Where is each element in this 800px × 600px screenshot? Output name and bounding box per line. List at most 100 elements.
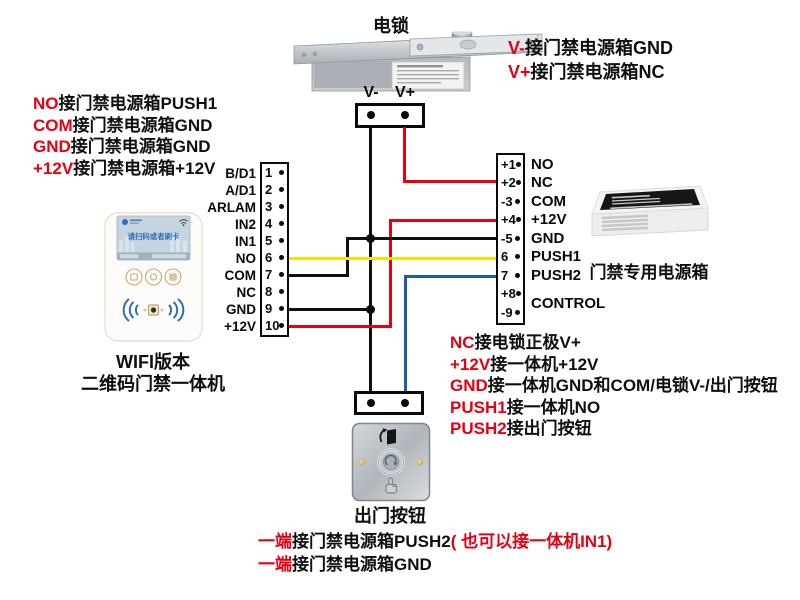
door-arrow-head bbox=[382, 428, 388, 433]
pin-number: 2 bbox=[265, 182, 273, 197]
wire-black-gnd-horizontal bbox=[288, 307, 372, 311]
screw-icon bbox=[525, 39, 533, 46]
electric-lock-image bbox=[293, 31, 543, 92]
note-segment: +12V bbox=[33, 158, 74, 178]
pin-label-IN2: IN2 bbox=[234, 216, 256, 232]
pin--3: -3 bbox=[498, 192, 523, 211]
pin-label-NO: NO bbox=[235, 250, 256, 266]
pin-label-A/D1: A/D1 bbox=[225, 182, 256, 198]
note-line: NO接门禁电源箱PUSH1 bbox=[33, 93, 217, 115]
lock-terminal-label-vminus: V- bbox=[363, 84, 379, 101]
screw-hole bbox=[301, 52, 307, 58]
pin-label-NC: NC bbox=[531, 174, 553, 191]
note-segment: V+ bbox=[508, 62, 531, 82]
terminal-dot bbox=[515, 180, 521, 186]
wire-black-com-to-gnd bbox=[346, 237, 496, 240]
note-segment: 接门禁电源箱GND bbox=[292, 555, 432, 574]
pin-number: -5 bbox=[501, 230, 513, 246]
screw-hole bbox=[312, 51, 318, 57]
pin-+8: +8 bbox=[498, 285, 523, 304]
logo-text bbox=[130, 219, 142, 222]
note-line: V-接门禁电源箱GND bbox=[508, 36, 673, 60]
note-line: COM接门禁电源箱GND bbox=[33, 115, 217, 137]
label-text-lines bbox=[397, 70, 459, 84]
pin-number: 4 bbox=[265, 216, 273, 231]
notes-exit-button-wiring: 一端接门禁电源箱PUSH2( 也可以接一体机IN1)一端接门禁电源箱GND bbox=[258, 530, 612, 576]
wire-red-12v-right bbox=[389, 219, 496, 222]
pin-label-ARLAM: ARLAM bbox=[207, 199, 256, 215]
pin-1: 1 bbox=[262, 164, 287, 181]
pin-number: +2 bbox=[501, 175, 516, 191]
junction-dot bbox=[366, 304, 375, 314]
terminal-dot bbox=[279, 323, 285, 328]
pin-+1: +1 bbox=[498, 155, 523, 174]
lock-terminal-block bbox=[355, 103, 425, 128]
pin-8: 8 bbox=[262, 283, 287, 300]
pin-7: 7 bbox=[262, 266, 287, 283]
note-segment: PUSH1 bbox=[450, 397, 507, 417]
screw-icon bbox=[416, 458, 424, 466]
note-segment: 接门禁电源箱GND bbox=[525, 38, 674, 58]
wire-red-12v-vertical bbox=[389, 219, 392, 327]
note-segment: 接一体机GND和COM/电锁V-/出门按钮 bbox=[487, 376, 778, 395]
screw-icon bbox=[416, 43, 424, 51]
wifi-dot bbox=[182, 224, 185, 227]
pin-label-GND: GND bbox=[531, 229, 565, 247]
button-arrow-head bbox=[393, 461, 398, 466]
note-line: NC接电锁正极V+ bbox=[450, 332, 778, 354]
sensor-dot bbox=[143, 308, 147, 312]
terminal-dot bbox=[279, 289, 284, 294]
pin-label-PUSH1: PUSH1 bbox=[531, 248, 582, 265]
pin-label-COM: COM bbox=[531, 192, 566, 210]
power-supply-image bbox=[591, 185, 709, 237]
vent-slots bbox=[601, 214, 649, 232]
logo-text bbox=[130, 222, 139, 224]
pin-number: 6 bbox=[501, 249, 509, 265]
pin-number: 10 bbox=[265, 318, 280, 333]
note-segment: 一端 bbox=[258, 555, 292, 574]
pin--5: -5 bbox=[498, 229, 523, 248]
wire-blue-push2-horizontal bbox=[404, 274, 496, 278]
pin-7: 7 bbox=[498, 266, 523, 285]
pin-+2: +2 bbox=[498, 174, 523, 193]
note-segment: 接门禁电源箱PUSH2 bbox=[292, 532, 451, 551]
note-line: GND接门禁电源箱GND bbox=[33, 136, 217, 158]
terminal-dot bbox=[279, 170, 284, 175]
terminal-dot bbox=[515, 217, 521, 223]
wire-black-com-horizontal bbox=[288, 273, 349, 277]
note-segment: V- bbox=[508, 38, 526, 58]
door-icon bbox=[387, 429, 396, 445]
exit-button-image bbox=[351, 422, 431, 502]
pin-5: 5 bbox=[262, 232, 287, 249]
note-line: V+接门禁电源箱NC bbox=[508, 60, 673, 84]
note-segment: 接门禁电源箱NC bbox=[530, 62, 665, 82]
pin-+4: +4 bbox=[498, 211, 523, 230]
pin-3: 3 bbox=[262, 198, 287, 215]
wire-black-main-vertical bbox=[369, 127, 372, 392]
wifi-icon bbox=[179, 219, 188, 224]
logo-icon bbox=[122, 219, 128, 225]
note-segment: NC bbox=[450, 333, 475, 352]
button-arrow bbox=[384, 454, 397, 466]
note-line: PUSH1接一体机NO bbox=[450, 397, 778, 419]
bolt-top bbox=[452, 31, 472, 36]
note-segment: COM bbox=[33, 115, 73, 135]
terminal-dot bbox=[515, 254, 520, 260]
touch-buttons bbox=[125, 268, 182, 286]
status-chip bbox=[152, 254, 186, 259]
pin-number: 3 bbox=[265, 199, 273, 214]
note-segment: 一端 bbox=[258, 532, 292, 551]
note-line: PUSH2接出门按钮 bbox=[450, 418, 778, 440]
pin--9: -9 bbox=[498, 303, 523, 322]
lock-terminal-label-vplus: V+ bbox=[394, 84, 415, 101]
screen-skyline bbox=[119, 234, 187, 252]
note-segment: 接一体机NO bbox=[506, 397, 601, 417]
reader-caption-line2: 二维码门禁一体机 bbox=[81, 374, 225, 394]
pin-number: -3 bbox=[501, 193, 513, 209]
note-line: +12V接门禁电源箱+12V bbox=[33, 158, 217, 180]
pin-label-GND: GND bbox=[226, 301, 256, 317]
